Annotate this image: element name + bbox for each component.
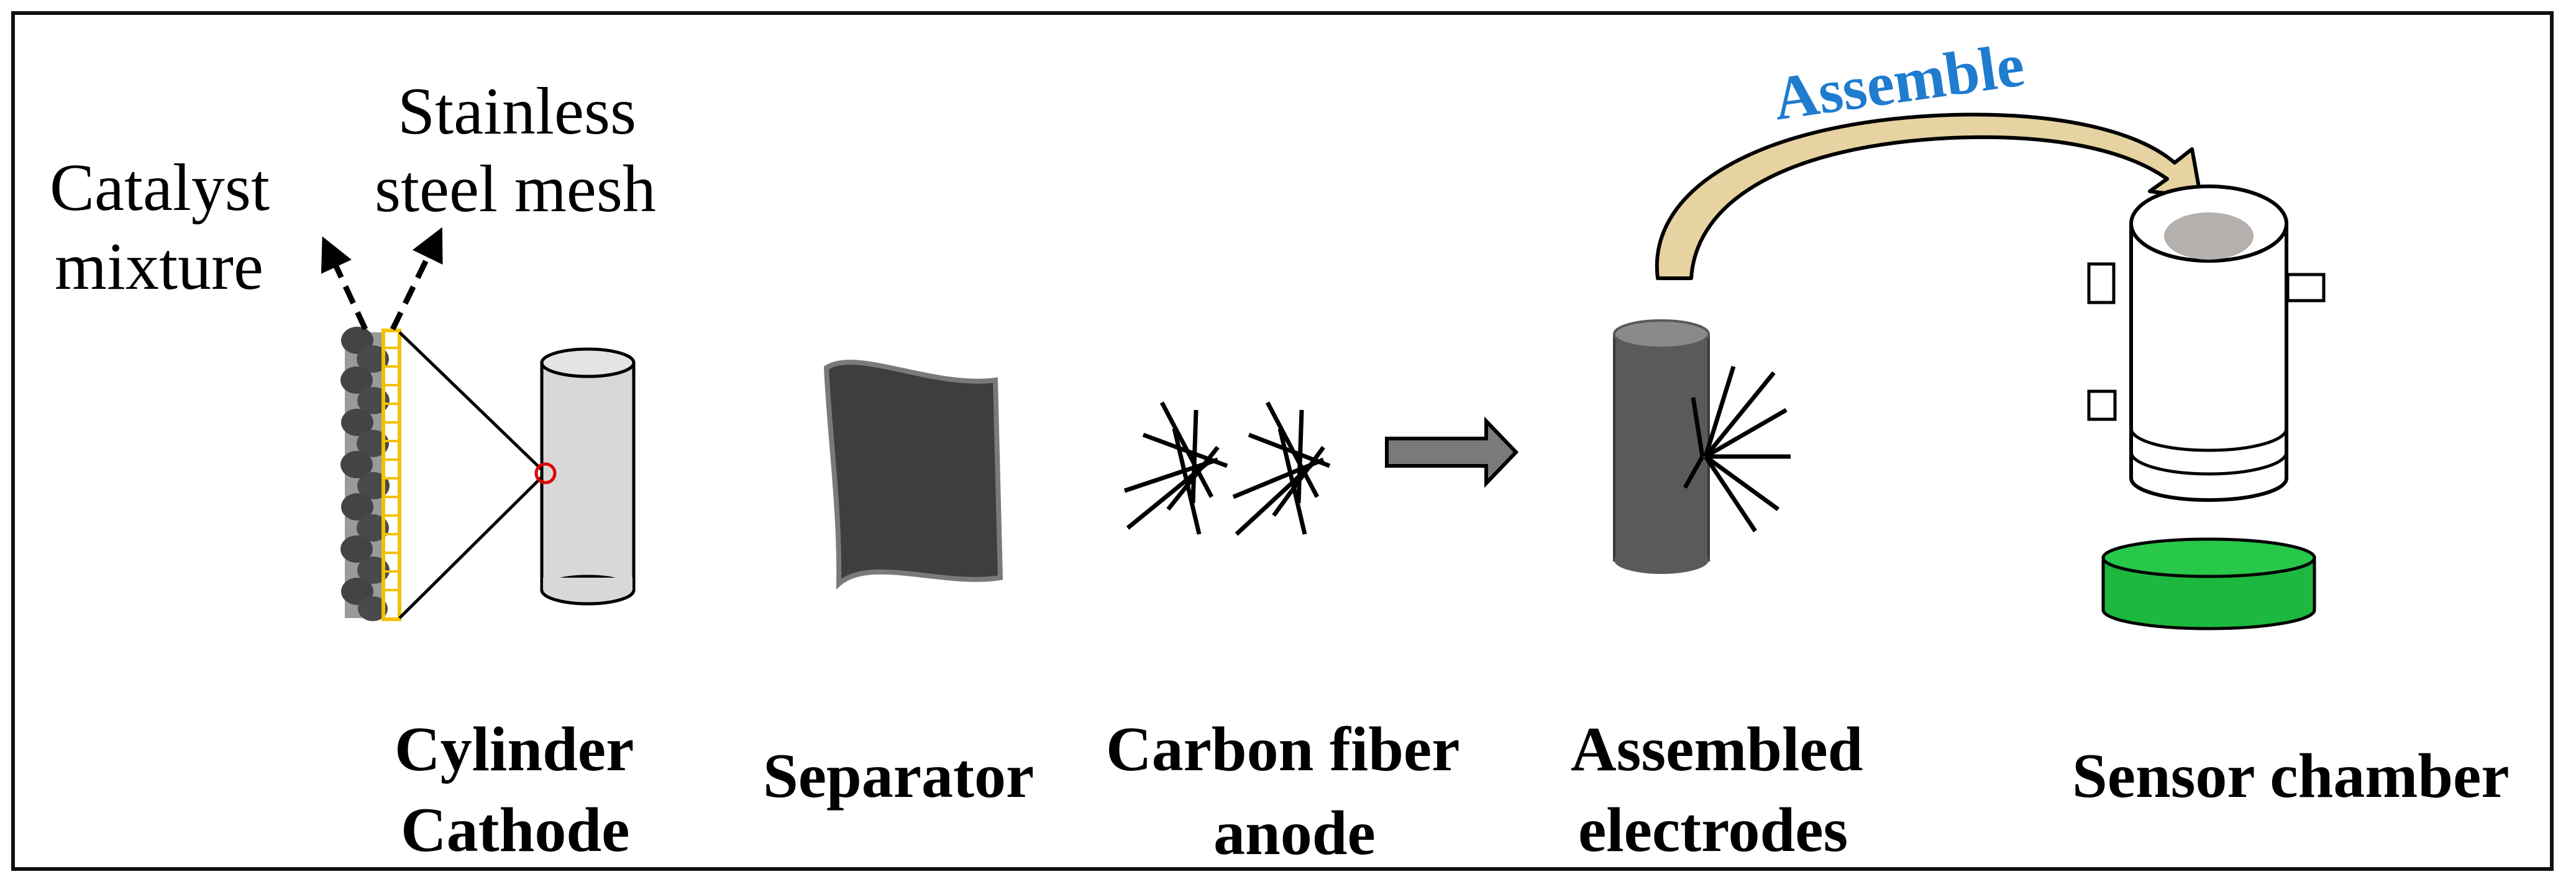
process-arrow [1385,416,1519,488]
electrode-fibers [1683,365,1791,532]
cathode-cylinder [534,347,636,606]
separator-sheet [823,360,1003,590]
assembled-electrode [1613,319,1791,574]
stainless-label-line2: steel mesh [375,152,656,226]
catalyst-arrow [321,236,368,330]
sensor-chamber-label: Sensor chamber [2072,741,2510,811]
electrodes-label-line2: electrodes [1578,795,1848,865]
catalyst-mixture-label-line1: Catalyst [50,151,270,225]
cathode-detail [321,227,547,621]
separator-label: Separator [763,741,1034,811]
carbon-fiber-bundle-2 [1232,401,1331,536]
stainless-steel-mesh [381,329,401,621]
stainless-label-line1: Stainless [398,75,636,148]
anode-label-line1: Carbon fiber [1106,714,1459,785]
highlight-circle [534,462,557,484]
zoom-line-bottom [398,472,547,619]
anode-label-line2: anode [1213,798,1376,868]
cathode-label-line2: Cathode [401,795,629,865]
sensor-chamber [2087,184,2326,502]
figure-border [11,11,2554,871]
assemble-arrow [1655,112,2203,280]
catalyst-mixture-label-line2: mixture [55,230,263,304]
mesh-arrow [390,227,443,330]
green-base [2101,537,2316,630]
cathode-label-line1: Cylinder [395,714,634,785]
electrodes-label-line1: Assembled [1571,714,1863,785]
carbon-fiber-bundle-1 [1123,401,1228,535]
zoom-line-top [398,331,547,475]
